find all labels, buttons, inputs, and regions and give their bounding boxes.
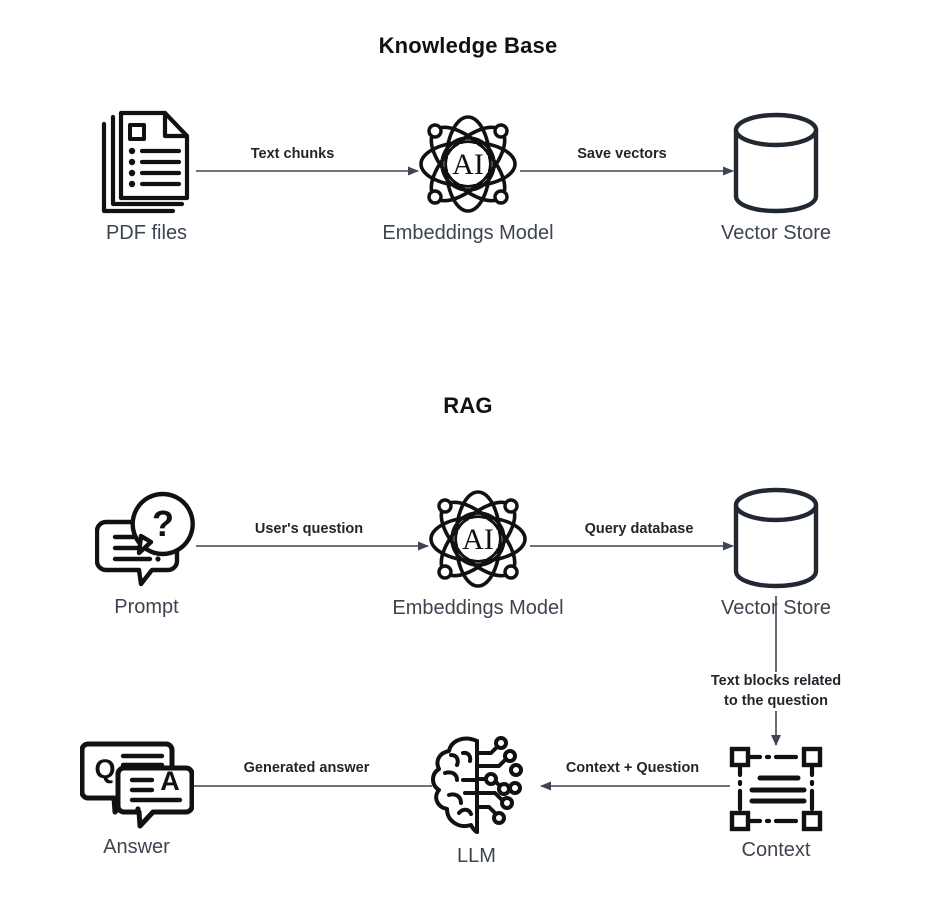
node-answer[interactable]: Q A Answer bbox=[74, 738, 199, 858]
edge-label-generated-answer: Generated answer bbox=[243, 760, 370, 776]
ai-atom-icon: AI bbox=[426, 487, 530, 591]
node-prompt[interactable]: ? Prompt bbox=[84, 490, 209, 618]
brain-circuit-icon bbox=[427, 733, 527, 839]
question-speech-bubble-icon: ? bbox=[94, 490, 199, 590]
node-label-embeddings-model-kb: Embeddings Model bbox=[382, 222, 554, 244]
section-title-rag: RAG bbox=[443, 393, 493, 418]
database-cylinder-icon bbox=[730, 485, 822, 591]
ai-atom-icon: AI bbox=[416, 112, 520, 216]
node-label-prompt: Prompt bbox=[114, 596, 179, 618]
section-title-knowledge-base: Knowledge Base bbox=[378, 33, 558, 58]
node-vector-store-rag[interactable]: Vector Store bbox=[713, 485, 839, 619]
node-context[interactable]: Context bbox=[713, 745, 839, 861]
ai-atom-icon-text: AI bbox=[452, 148, 484, 181]
node-label-answer: Answer bbox=[103, 836, 170, 858]
edge-label-text-chunks: Text chunks bbox=[250, 146, 335, 162]
q-letter-text: Q bbox=[94, 754, 115, 784]
ai-atom-icon-text: AI bbox=[462, 523, 494, 556]
node-embeddings-model-kb[interactable]: AI Embeddings Model bbox=[370, 112, 566, 244]
node-pdf-files[interactable]: PDF files bbox=[84, 110, 209, 244]
edge-label-text-blocks: Text blocks related to the question bbox=[686, 672, 866, 712]
node-label-context: Context bbox=[741, 839, 811, 861]
node-embeddings-model-rag[interactable]: AI Embeddings Model bbox=[380, 487, 576, 619]
a-letter-text: A bbox=[160, 766, 180, 796]
node-label-vector-store-rag: Vector Store bbox=[720, 597, 832, 619]
edge-label-text-blocks-line2: to the question bbox=[724, 692, 828, 709]
question-mark-text: ? bbox=[152, 503, 174, 544]
node-vector-store-kb[interactable]: Vector Store bbox=[713, 110, 839, 244]
edge-label-query-database: Query database bbox=[584, 521, 694, 537]
node-label-vector-store-kb: Vector Store bbox=[720, 222, 832, 244]
node-label-llm: LLM bbox=[457, 845, 496, 867]
node-label-embeddings-model-rag: Embeddings Model bbox=[392, 597, 564, 619]
node-llm[interactable]: LLM bbox=[424, 733, 529, 867]
selection-box-text-icon bbox=[726, 745, 826, 833]
edge-label-save-vectors: Save vectors bbox=[577, 146, 667, 162]
edge-label-context-question: Context + Question bbox=[565, 760, 700, 776]
database-cylinder-icon bbox=[730, 110, 822, 216]
qa-speech-bubbles-icon: Q A bbox=[79, 738, 194, 830]
node-label-pdf-files: PDF files bbox=[105, 222, 188, 244]
pdf-documents-icon bbox=[99, 110, 195, 216]
edge-label-text-blocks-line1: Text blocks related bbox=[710, 673, 842, 689]
edge-label-users-question: User's question bbox=[254, 521, 364, 537]
